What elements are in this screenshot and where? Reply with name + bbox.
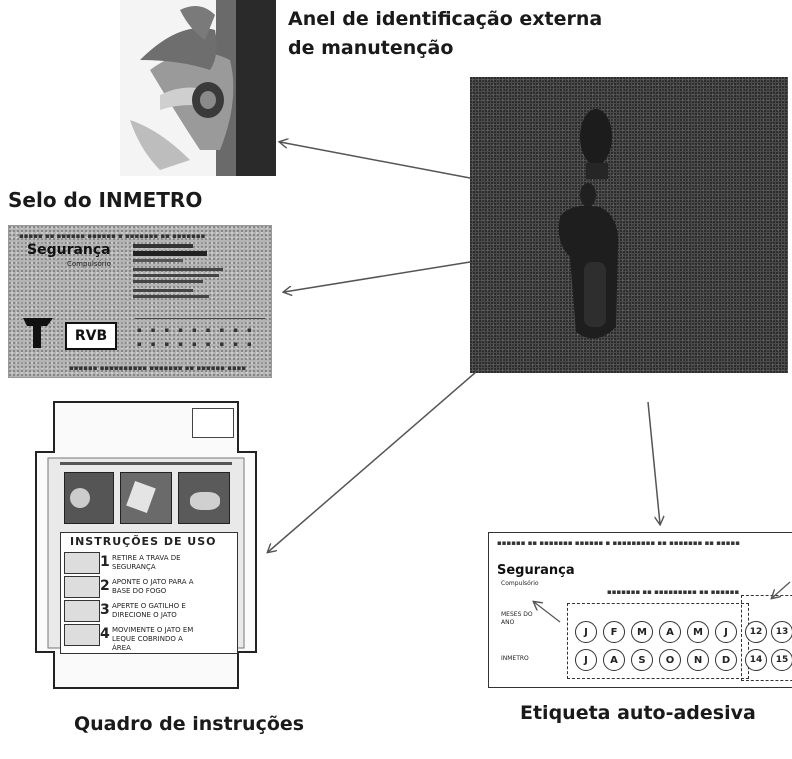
seal-subtitle: Compulsório xyxy=(67,260,111,268)
month-bubble-12: D xyxy=(715,649,737,671)
arrow-to-instructions xyxy=(268,371,477,552)
seal-dots-row1: ▪▪▪▪▪▪▪▪▪ xyxy=(137,326,261,334)
sticker-year-grid xyxy=(741,595,792,681)
month-bubble-4: A xyxy=(659,621,681,643)
year-bubble-4: 15 xyxy=(771,649,792,671)
sticker-label: ▪▪▪▪▪▪ ▪▪ ▪▪▪▪▪▪▪ ▪▪▪▪▪▪ ▪ ▪▪▪▪▪▪▪▪▪ ▪▪ … xyxy=(488,532,792,688)
sticker-month-grid xyxy=(567,603,749,679)
arrow-to-sticker xyxy=(647,401,660,524)
ring-caption-line2: de manutenção xyxy=(288,37,454,59)
seal-footer-text: ▪▪▪▪▪▪ ▪▪▪▪▪▪▪▪▪▪ ▪▪▪▪▪▪▪ ▪▪ ▪▪▪▪▪▪ ▪▪▪▪ xyxy=(69,364,247,372)
month-bubble-8: A xyxy=(603,649,625,671)
seal-info-block xyxy=(133,244,223,298)
step-1-number: 1 xyxy=(100,554,110,570)
arrow-to-seal xyxy=(284,261,471,292)
month-bubble-9: S xyxy=(631,649,653,671)
arrow-to-ring xyxy=(280,142,471,179)
step-1-text: RETIRE A TRAVA DE SEGURANÇA xyxy=(112,554,181,571)
sticker-caption: Etiqueta auto-adesiva xyxy=(520,702,756,724)
step-3-number: 3 xyxy=(100,602,110,618)
ring-caption-line1: Anel de identificação externa xyxy=(288,8,603,30)
instructions-caption: Quadro de instruções xyxy=(74,713,305,735)
instruction-panel: INSTRUÇÕES DE USO 1 RETIRE A TRAVA DE SE… xyxy=(30,392,262,694)
sticker-subtitle: Compulsório xyxy=(501,580,539,587)
sticker-header-text: ▪▪▪▪▪▪ ▪▪ ▪▪▪▪▪▪▪ ▪▪▪▪▪▪ ▪ ▪▪▪▪▪▪▪▪▪ ▪▪ … xyxy=(497,539,741,547)
month-bubble-7: J xyxy=(575,649,597,671)
month-bubble-3: M xyxy=(631,621,653,643)
seal-dots-row2: ▪▪▪▪▪▪▪▪▪ xyxy=(137,340,261,348)
inmetro-logo-icon xyxy=(23,318,53,348)
instruction-heading: INSTRUÇÕES DE USO xyxy=(70,535,217,548)
step-3-text: APERTE O GATILHO E DIRECIONE O JATO xyxy=(112,602,186,619)
sticker-row-label-1: MESES DO ANO xyxy=(501,611,533,626)
extinguisher-silhouette xyxy=(558,109,619,339)
step-1-icon xyxy=(64,552,100,574)
seal-header-text: ▪▪▪▪▪ ▪▪ ▪▪▪▪▪▪ ▪▪▪▪▪▪ ▪ ▪▪▪▪▪▪▪ ▪▪ ▪▪▪▪… xyxy=(19,232,206,240)
sticker-row-label-2: INMETRO xyxy=(501,655,529,662)
month-bubble-11: N xyxy=(687,649,709,671)
month-bubble-5: M xyxy=(687,621,709,643)
model-tag xyxy=(192,408,234,438)
ring-photo-art xyxy=(130,0,276,176)
month-bubble-2: F xyxy=(603,621,625,643)
year-bubble-1: 12 xyxy=(745,621,767,643)
year-bubble-3: 14 xyxy=(745,649,767,671)
sticker-title: Segurança xyxy=(497,563,575,578)
step-2-number: 2 xyxy=(100,578,110,594)
month-bubble-6: J xyxy=(715,621,737,643)
step-4-text: MOVIMENTE O JATO EM LEQUE COBRINDO A ÁRE… xyxy=(112,626,194,652)
inmetro-seal-card: ▪▪▪▪▪ ▪▪ ▪▪▪▪▪▪ ▪▪▪▪▪▪ ▪ ▪▪▪▪▪▪▪ ▪▪ ▪▪▪▪… xyxy=(8,225,272,378)
rvb-logo: RVB xyxy=(65,322,117,350)
extinguisher-photo xyxy=(470,77,788,373)
seal-caption: Selo do INMETRO xyxy=(8,188,203,212)
step-2-icon xyxy=(64,576,100,598)
step-4-number: 4 xyxy=(100,626,110,642)
step-3-icon xyxy=(64,600,100,622)
sticker-period-text: ▪▪▪▪▪▪▪ ▪▪ ▪▪▪▪▪▪▪▪▪ ▪▪ ▪▪▪▪▪▪ xyxy=(607,588,740,596)
step-2-text: APONTE O JATO PARA A BASE DO FOGO xyxy=(112,578,194,595)
ring-photo xyxy=(120,0,276,176)
seal-title: Segurança xyxy=(27,242,111,258)
month-bubble-10: O xyxy=(659,649,681,671)
month-bubble-1: J xyxy=(575,621,597,643)
year-bubble-2: 13 xyxy=(771,621,792,643)
step-4-icon xyxy=(64,624,100,646)
